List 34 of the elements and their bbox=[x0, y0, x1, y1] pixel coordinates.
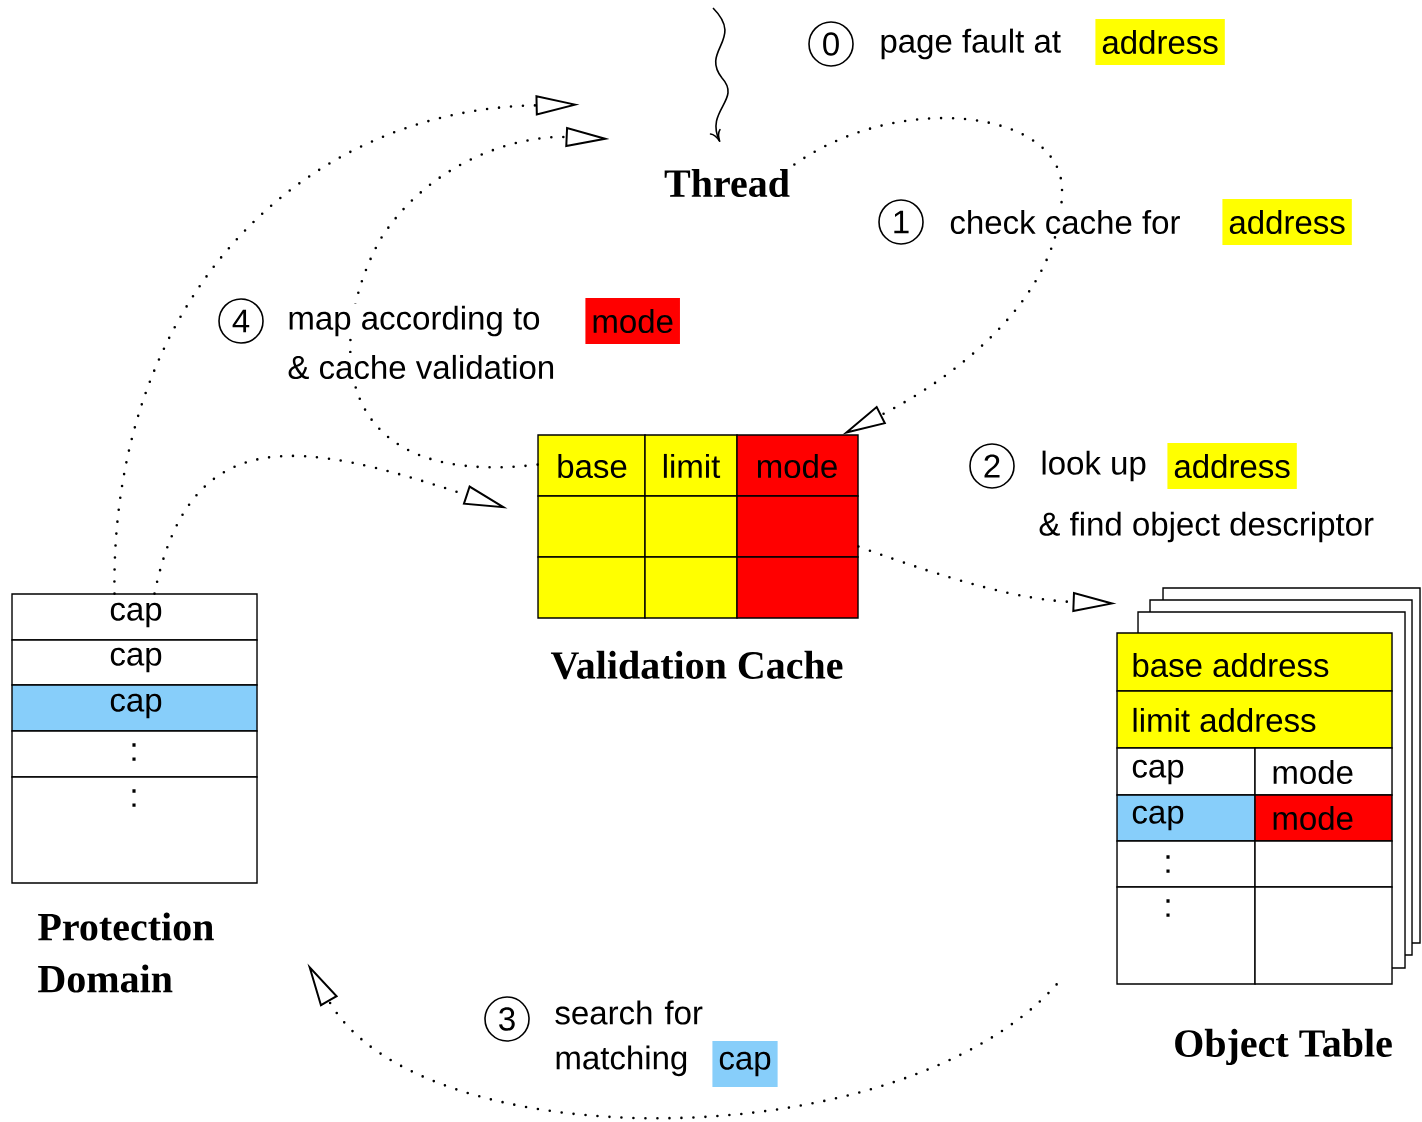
table-cell: base address bbox=[1116, 632, 1393, 692]
highlighted-word: address bbox=[1167, 443, 1297, 489]
table-cell: mode bbox=[1254, 794, 1393, 842]
table-cell: base bbox=[537, 434, 646, 497]
step-text: check cache for bbox=[947, 207, 1183, 237]
table-cell: : bbox=[1116, 840, 1256, 888]
table-cell: cap bbox=[1116, 747, 1256, 796]
table-cell: cap bbox=[11, 593, 258, 641]
table-heading: Protection Domain bbox=[38, 912, 214, 993]
table-cell: limit address bbox=[1116, 690, 1393, 749]
table-cell: mode bbox=[736, 434, 859, 497]
step-text: map according to bbox=[285, 303, 543, 339]
step-text: page fault at bbox=[877, 26, 1064, 62]
table-cell: cap bbox=[11, 684, 258, 732]
step-number: 3 bbox=[484, 996, 530, 1042]
highlighted-word: address bbox=[1095, 19, 1225, 65]
highlighted-word: address bbox=[1222, 199, 1352, 245]
step-text: & cache validation bbox=[285, 352, 558, 382]
table-cell: limit bbox=[644, 434, 738, 497]
highlighted-word: mode bbox=[585, 298, 680, 344]
step-text: & find object descriptor bbox=[1036, 509, 1377, 545]
step-number: 0 bbox=[808, 21, 854, 67]
table-heading: Object Table bbox=[1175, 1028, 1392, 1066]
table-cell: mode bbox=[1254, 747, 1393, 796]
highlighted-word: cap bbox=[712, 1041, 778, 1087]
table-cell: cap bbox=[11, 639, 258, 686]
step-number: 4 bbox=[218, 298, 264, 344]
step-text: look up bbox=[1038, 448, 1149, 484]
thread-label: Thread bbox=[664, 168, 790, 198]
table-cell: : bbox=[11, 730, 258, 778]
table-heading: Validation Cache bbox=[550, 650, 843, 680]
step-number: 2 bbox=[969, 443, 1015, 489]
table-cell: cap bbox=[1116, 794, 1256, 842]
step-number: 1 bbox=[878, 199, 924, 245]
